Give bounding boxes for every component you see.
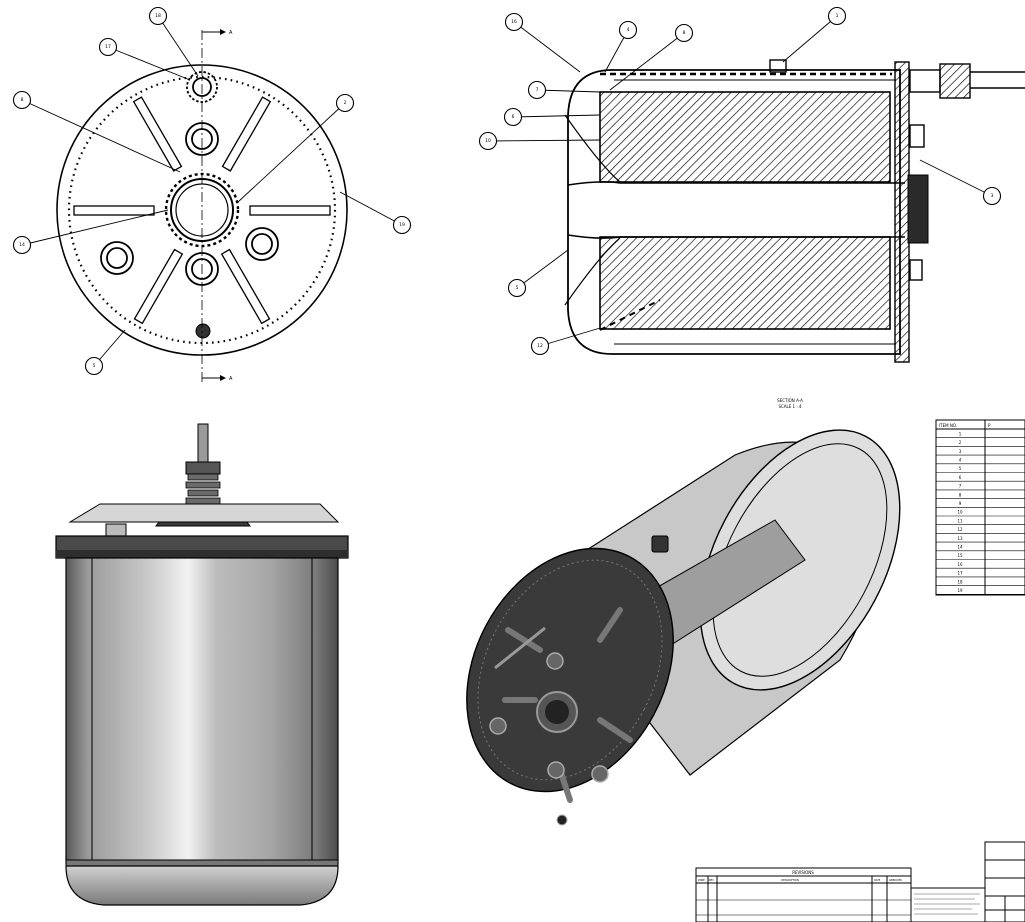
bom-item-number: 1: [959, 431, 962, 436]
front-callout-14: 14: [12, 209, 169, 255]
bom-row: 18: [936, 579, 1025, 586]
bom-item-number: 8: [959, 492, 962, 497]
bom-row: 5: [936, 466, 1025, 473]
bom-row: 10: [936, 510, 1025, 517]
revisions-title: REVISIONS: [792, 870, 814, 875]
bom-item-number: 15: [957, 553, 963, 558]
section-view: 16 4 8 1 7 6 10 3 5 12 SECTION A-A SCALE 1 : 4: [478, 6, 1025, 409]
section-callout-number: 12: [537, 343, 543, 349]
revisions-header-approved: APPROVED: [889, 879, 902, 882]
front-callout-number: 8: [21, 97, 24, 103]
bom-row: 12: [936, 527, 1025, 534]
front-callout-5: 5: [84, 329, 126, 376]
section-caption-line2: SCALE 1 : 4: [778, 404, 802, 409]
front-callout-17: 17: [98, 37, 191, 81]
bom-item-number: 10: [957, 510, 963, 515]
bom-row: 11: [936, 518, 1025, 526]
bom-header-item-no: ITEM NO.: [939, 423, 957, 428]
bom-item-number: 17: [957, 571, 963, 576]
bom-item-number: 7: [959, 484, 962, 489]
front-callout-19: 19: [339, 191, 412, 235]
bom-row: 8: [936, 492, 1025, 499]
title-block: [910, 841, 1025, 922]
section-callout-4: 4: [604, 20, 638, 73]
section-callout-number: 6: [512, 114, 515, 120]
front-callout-number: 17: [105, 44, 111, 50]
section-view-callouts: 16 4 8 1 7 6 10 3 5 12: [478, 6, 1002, 356]
front-callout-number: 2: [344, 100, 347, 106]
bom-item-number: 2: [959, 440, 962, 445]
side-elevation-view: [55, 423, 349, 906]
section-callout-number: 7: [536, 87, 539, 93]
bom-header-part: P: [988, 423, 991, 428]
front-callout-2: 2: [237, 93, 355, 203]
bom-item-number: 6: [959, 475, 962, 480]
bom-item-number: 12: [957, 527, 963, 532]
section-marker-bottom: A: [229, 376, 233, 382]
section-callout-number: 5: [516, 285, 519, 291]
section-callout-8: 8: [609, 23, 694, 91]
bom-item-number: 16: [957, 562, 963, 567]
front-callout-18: 18: [148, 6, 199, 77]
front-view-callouts: 18 17 8 2 19 14 5: [12, 6, 412, 376]
bom-row: 19: [936, 588, 1025, 595]
section-callout-number: 1: [836, 13, 839, 19]
bom-row: 13: [936, 536, 1025, 543]
bom-item-number: 13: [957, 536, 963, 541]
section-callout-number: 16: [511, 19, 517, 25]
bom-item-number: 14: [957, 545, 963, 550]
section-caption-line1: SECTION A-A: [777, 398, 803, 403]
bom-row: 2: [936, 440, 1025, 447]
bom-item-number: 4: [959, 458, 962, 463]
bom-row: 9: [936, 501, 1025, 508]
section-callout-16: 16: [504, 12, 581, 73]
revisions-header-rev: REV: [709, 879, 714, 882]
bom-row: 15: [936, 553, 1025, 560]
front-callout-number: 14: [19, 242, 25, 248]
front-callout-number: 19: [399, 222, 405, 228]
bom-row: 17: [936, 571, 1025, 578]
bom-item-number: 19: [957, 588, 963, 593]
front-view: A A 18 17 8 2 19 14 5: [12, 6, 412, 382]
bom-row: 3: [936, 449, 1025, 456]
front-callout-number: 18: [155, 13, 161, 19]
section-callout-12: 12: [530, 327, 601, 356]
front-callout-8: 8: [12, 90, 181, 173]
section-callout-number: 10: [485, 138, 491, 144]
bom-item-number: 5: [959, 466, 962, 471]
section-callout-3: 3: [919, 159, 1002, 206]
revisions-header-description: DESCRIPTION: [781, 878, 799, 882]
section-callout-10: 10: [478, 131, 601, 151]
section-callout-5: 5: [507, 249, 569, 298]
section-callout-1: 1: [782, 6, 847, 63]
section-callout-7: 7: [527, 80, 601, 100]
revisions-header-zone: ZONE: [698, 879, 705, 882]
revisions-header-date: DATE: [874, 879, 881, 882]
bom-item-number: 18: [957, 579, 963, 584]
bom-row: 6: [936, 475, 1025, 482]
isometric-view: [466, 429, 901, 826]
bom-row: 1: [936, 431, 1025, 439]
section-marker-top: A: [229, 30, 233, 36]
bom-row: 14: [936, 545, 1025, 552]
revisions-block: REVISIONS ZONE REV DESCRIPTION DATE APPR…: [695, 867, 912, 922]
bom-row: 16: [936, 562, 1025, 569]
section-callout-number: 4: [627, 27, 630, 33]
section-callout-6: 6: [503, 107, 601, 127]
bom-row: 4: [936, 458, 1025, 465]
section-callout-number: 3: [991, 193, 994, 199]
bom-row: 7: [936, 484, 1025, 491]
front-callout-number: 5: [93, 363, 96, 369]
bom-item-number: 9: [959, 501, 962, 506]
section-callout-number: 8: [683, 30, 686, 36]
bom-item-number: 11: [957, 518, 963, 523]
bom-item-number: 3: [959, 449, 962, 454]
